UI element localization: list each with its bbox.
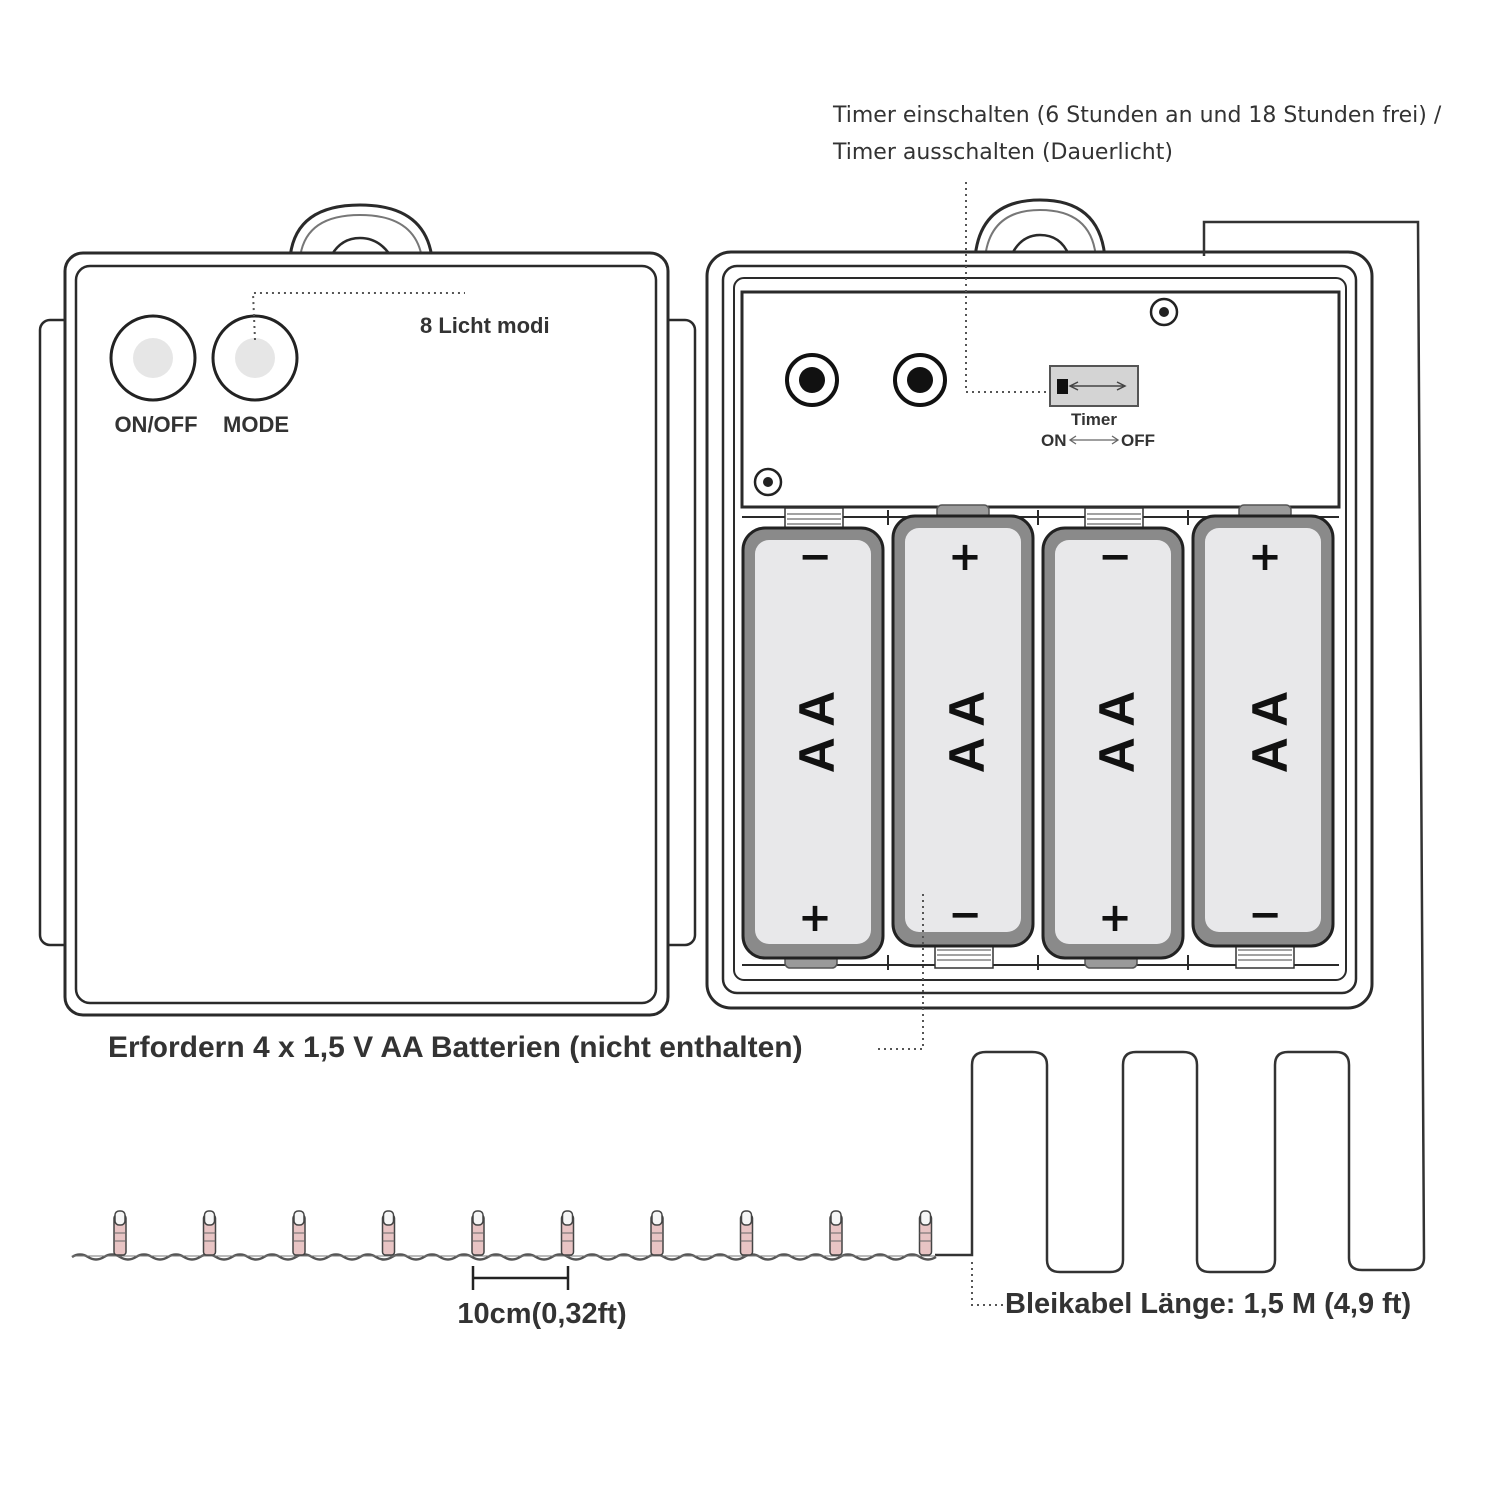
battery-slot-4: + A A −: [1191, 504, 1335, 969]
power-button-label: ON/OFF: [114, 412, 197, 437]
timer-switch-knob[interactable]: [1057, 379, 1068, 394]
lead-cable-leader: [971, 1262, 1005, 1306]
timer-note-line-1: Timer einschalten (6 Stunden an und 18 S…: [832, 103, 1442, 128]
lead-cable: [935, 220, 1426, 1274]
timer-note-leader: [965, 182, 1048, 393]
battery-1-bottom-polarity: +: [798, 895, 832, 941]
bulb-spacing-label: 10cm(0,32ft): [457, 1298, 626, 1330]
hanging-loop-left: [288, 203, 434, 259]
battery-compartment: Timer ON OFF − A A +: [705, 198, 1374, 1010]
power-button[interactable]: [109, 314, 197, 402]
light-wire: [71, 1253, 937, 1261]
led-bulb: [292, 1210, 306, 1256]
battery-4-type: A A: [1242, 691, 1298, 773]
battery-4-bottom-polarity: −: [1248, 892, 1282, 938]
battery-2-top-polarity: +: [948, 534, 982, 580]
batteries-note: Erfordern 4 x 1,5 V AA Batterien (nicht …: [108, 1031, 803, 1064]
battery-3-top-polarity: −: [1098, 534, 1132, 580]
timer-note-line-2: Timer ausschalten (Dauerlicht): [832, 140, 1173, 165]
battery-3-type: A A: [1089, 691, 1145, 773]
battery-slot-1: − A A +: [741, 507, 885, 969]
contact-socket-left: [785, 353, 839, 407]
led-bulb: [113, 1210, 127, 1256]
lead-cable-label: Bleikabel Länge: 1,5 M (4,9 ft): [1005, 1288, 1411, 1320]
circuit-board-panel: [740, 290, 1341, 509]
battery-slot-2: + A A −: [891, 504, 1035, 969]
battery-2-type: A A: [939, 691, 995, 773]
battery-1-top-polarity: −: [798, 534, 832, 580]
timer-switch-title: Timer: [1071, 410, 1117, 429]
mode-button-label: MODE: [223, 412, 289, 437]
led-bulb: [918, 1210, 933, 1256]
led-bulb: [381, 1210, 396, 1256]
battery-1-type: A A: [789, 691, 845, 773]
led-bulb: [471, 1210, 485, 1256]
mode-button[interactable]: [211, 314, 299, 402]
led-bulb: [739, 1210, 754, 1256]
bulb-spacing-marker: [471, 1266, 570, 1290]
screw-hole-bottom: [753, 467, 783, 497]
battery-3-bottom-polarity: +: [1098, 895, 1132, 941]
led-bulb: [650, 1210, 664, 1256]
timer-switch[interactable]: [1049, 365, 1139, 407]
led-bulb: [202, 1210, 217, 1256]
hanging-loop-right: [973, 198, 1107, 259]
battery-slot-3: − A A +: [1041, 507, 1185, 969]
battery-4-top-polarity: +: [1248, 534, 1282, 580]
battery-box-front: ON/OFF MODE: [38, 203, 697, 1017]
contact-socket-right: [893, 353, 947, 407]
led-bulb: [829, 1210, 843, 1256]
light-modes-label: 8 Licht modi: [420, 313, 550, 338]
timer-off-label: OFF: [1121, 431, 1155, 450]
string-lights: [71, 1210, 937, 1261]
battery-2-bottom-polarity: −: [948, 892, 982, 938]
screw-hole-top: [1149, 297, 1179, 327]
led-bulb: [560, 1210, 575, 1256]
timer-on-label: ON: [1041, 431, 1067, 450]
